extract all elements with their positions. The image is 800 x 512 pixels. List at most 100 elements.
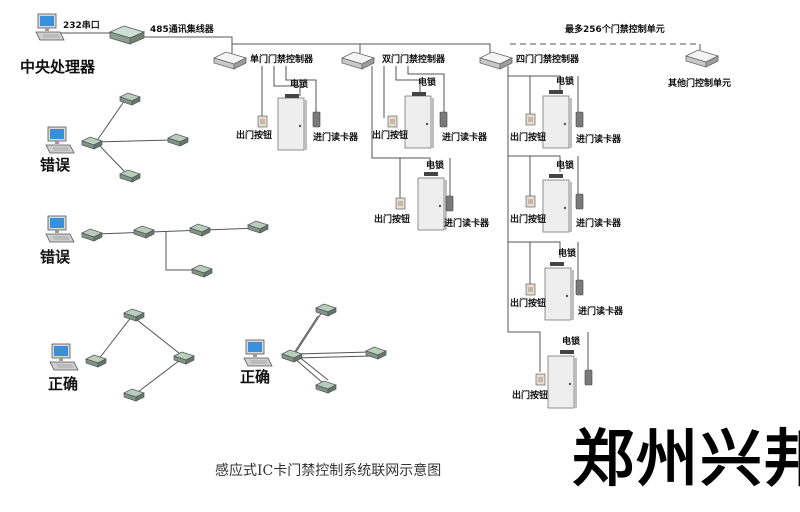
wire [95, 139, 173, 143]
wire [395, 66, 421, 92]
door-icon [417, 177, 448, 231]
single-door-controller-icon [213, 51, 247, 70]
lock-icon [549, 174, 563, 178]
controller-node-icon [189, 223, 211, 237]
door-icon [404, 95, 435, 149]
lock-label: 电锁 [418, 76, 436, 88]
wire [97, 315, 185, 396]
lock-icon [550, 262, 564, 266]
quad-door-controller-icon [479, 51, 513, 70]
right-label: 正确 [48, 375, 78, 393]
door-icon [542, 179, 573, 233]
controller-node-icon [133, 225, 155, 239]
lock-label: 电锁 [426, 159, 444, 171]
wire [295, 355, 373, 359]
port-label: 232串口 [63, 19, 100, 31]
wire [273, 66, 301, 96]
controller-node-icon [119, 169, 141, 183]
computer-icon [45, 126, 75, 154]
wire [407, 66, 445, 112]
exit-button-icon [257, 115, 268, 128]
lock-label: 电锁 [562, 335, 580, 347]
bus-extension [510, 43, 701, 52]
controller-node-icon [123, 388, 145, 402]
reader-label: 进门读卡器 [578, 305, 624, 317]
reader-label: 进门读卡器 [444, 217, 490, 229]
converter-icon [81, 136, 103, 150]
exit-button-icon [525, 113, 536, 126]
wire [165, 232, 200, 271]
card-reader-icon [439, 111, 448, 128]
lock-icon [424, 172, 438, 176]
cpu-label: 中央处理器 [20, 58, 96, 76]
converter-icon [281, 349, 303, 363]
exit-button-icon [395, 197, 406, 210]
card-reader-icon [575, 279, 584, 296]
wire [95, 141, 126, 173]
door-icon [277, 97, 308, 151]
exit-button-icon [535, 373, 546, 386]
wire [285, 66, 317, 112]
right-label: 正确 [240, 368, 270, 386]
controller-node-icon [191, 264, 213, 278]
exit-button-label: 出门按钮 [374, 213, 410, 225]
other-controller-icon [685, 49, 719, 68]
wrong-label: 错误 [40, 156, 71, 174]
wire [297, 355, 329, 381]
lock-label: 电锁 [290, 78, 308, 90]
wire [371, 66, 431, 170]
wire [95, 99, 126, 143]
wire [295, 311, 323, 353]
exit-button-label: 出门按钮 [372, 129, 408, 141]
max-units-label: 最多256个门禁控制单元 [565, 23, 665, 35]
exit-button-label: 出门按钮 [510, 131, 546, 143]
bus-line [140, 36, 233, 56]
lock-icon [560, 350, 574, 354]
wire [508, 155, 561, 172]
hub-label: 485通讯集线器 [150, 23, 215, 35]
wire [293, 357, 325, 385]
exit-button-label: 出门按钮 [236, 129, 272, 141]
reader-label: 进门读卡器 [576, 217, 622, 229]
exit-button-label: 出门按钮 [510, 213, 546, 225]
lock-label: 电锁 [556, 75, 574, 87]
computer-icon [45, 215, 75, 243]
watermark-text: 郑州兴邦电子 [572, 422, 800, 495]
converter-icon [81, 228, 103, 242]
diagram-caption: 感应式IC卡门禁控制系统联网示意图 [215, 462, 441, 479]
double-door-controller-icon [341, 51, 375, 70]
reader-label: 进门读卡器 [442, 131, 488, 143]
double-controller-label: 双门门禁控制器 [382, 53, 446, 65]
wire [508, 75, 561, 92]
reader-label: 进门读卡器 [576, 133, 622, 145]
hub-icon [109, 25, 145, 45]
wire [95, 227, 261, 235]
door-icon [542, 95, 573, 149]
card-reader-icon [312, 111, 321, 128]
exit-button-icon [525, 195, 536, 208]
door-icon [547, 355, 578, 409]
exit-button-icon [387, 115, 398, 128]
exit-button-icon [525, 283, 536, 296]
lock-icon [412, 92, 426, 96]
other-units-label: 其他门控制单元 [668, 77, 731, 89]
controller-node-icon [247, 220, 269, 234]
card-reader-icon [445, 195, 454, 212]
controller-node-icon [123, 308, 145, 322]
wire [508, 241, 561, 258]
controller-node-icon [167, 133, 189, 147]
lock-icon [549, 90, 563, 94]
exit-button-label: 出门按钮 [510, 297, 546, 309]
wire [291, 315, 319, 357]
quad-controller-label: 四门门禁控制器 [516, 53, 580, 65]
card-reader-icon [584, 369, 593, 386]
controller-node-icon [365, 346, 387, 360]
controller-node-icon [315, 303, 337, 317]
computer-icon [243, 339, 273, 367]
reader-label: 进门读卡器 [313, 131, 359, 143]
computer-icon [35, 13, 65, 41]
door-icon [544, 267, 575, 321]
lock-label: 电锁 [556, 159, 574, 171]
